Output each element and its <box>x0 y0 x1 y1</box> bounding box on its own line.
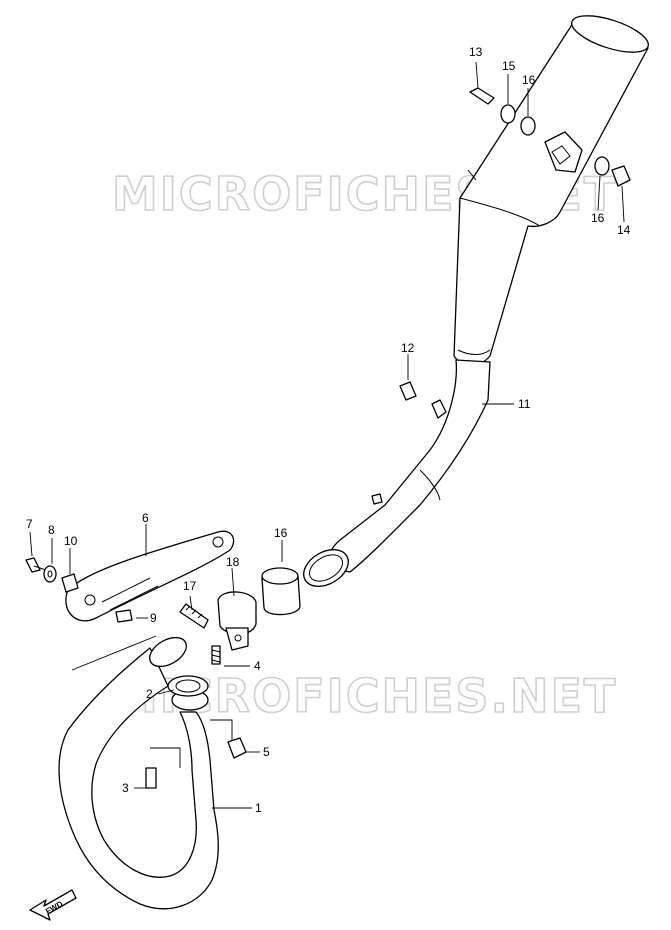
callout-14: 14 <box>617 223 631 237</box>
washer-16a <box>520 116 536 136</box>
callout-16-top: 16 <box>522 73 536 87</box>
callout-16-bottom: 16 <box>591 211 605 225</box>
callout-19: 18 <box>226 555 240 569</box>
bolt-3 <box>145 767 157 789</box>
gasket-17 <box>261 567 301 616</box>
bolt-13 <box>469 87 495 105</box>
callout-2: 2 <box>146 687 153 701</box>
gasket-2 <box>167 675 209 697</box>
callout-18: 17 <box>183 579 197 593</box>
callout-4: 4 <box>254 659 261 673</box>
spacer-10 <box>61 573 79 593</box>
bolt-12 <box>399 381 417 401</box>
bolt-9 <box>115 609 133 623</box>
nut-5 <box>227 737 247 759</box>
bracket-6 <box>65 530 235 622</box>
callout-15: 15 <box>502 59 516 73</box>
callout-1: 1 <box>255 801 262 815</box>
bolt-18 <box>179 603 209 629</box>
callout-11: 11 <box>518 397 531 411</box>
callout-10: 10 <box>64 534 78 548</box>
pipe-joint <box>303 549 349 587</box>
mid-pipe <box>327 359 491 573</box>
washer-16b <box>594 156 610 176</box>
stud-4 <box>211 645 221 665</box>
callout-7: 7 <box>26 517 33 531</box>
callout-3: 3 <box>122 781 129 795</box>
fwd-arrow-icon: FWD <box>29 889 77 921</box>
callout-6: 6 <box>142 511 149 525</box>
callout-13: 13 <box>469 45 483 59</box>
washer-15 <box>500 104 516 124</box>
callout-17: 16 <box>274 526 288 540</box>
callout-8: 8 <box>48 523 55 537</box>
callout-12: 12 <box>401 341 415 355</box>
callout-9: 9 <box>150 611 157 625</box>
nut-14 <box>611 165 631 187</box>
muffler <box>453 15 649 366</box>
leader-lines <box>29 61 625 809</box>
callout-5: 5 <box>263 745 270 759</box>
bolt-7 <box>25 557 47 573</box>
clamp-19 <box>217 591 257 651</box>
washer-8 <box>43 565 57 583</box>
